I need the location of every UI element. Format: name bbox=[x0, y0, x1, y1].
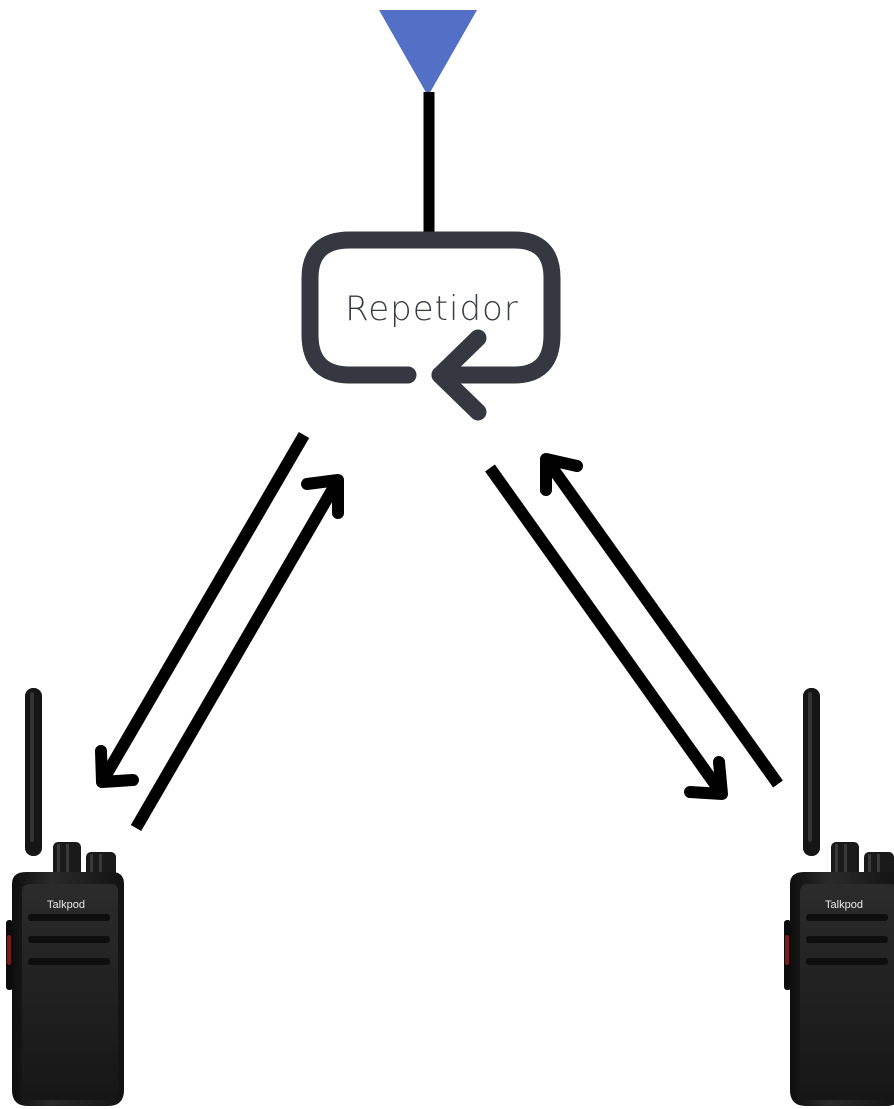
right-downlink-arrow bbox=[485, 464, 728, 800]
repeater-loop-icon bbox=[301, 231, 561, 421]
antenna-icon bbox=[379, 10, 477, 236]
right-walkie-talkie-icon: Talkpod bbox=[784, 688, 894, 1106]
right-radio-brand: Talkpod bbox=[825, 899, 863, 911]
left-radio-brand: Talkpod bbox=[47, 899, 85, 911]
left-uplink-arrow bbox=[130, 474, 344, 832]
right-uplink-arrow bbox=[540, 453, 783, 788]
repeater-label: Repetidor bbox=[345, 289, 519, 329]
left-walkie-talkie-icon: Talkpod bbox=[6, 688, 124, 1106]
left-downlink-arrow bbox=[95, 431, 310, 788]
